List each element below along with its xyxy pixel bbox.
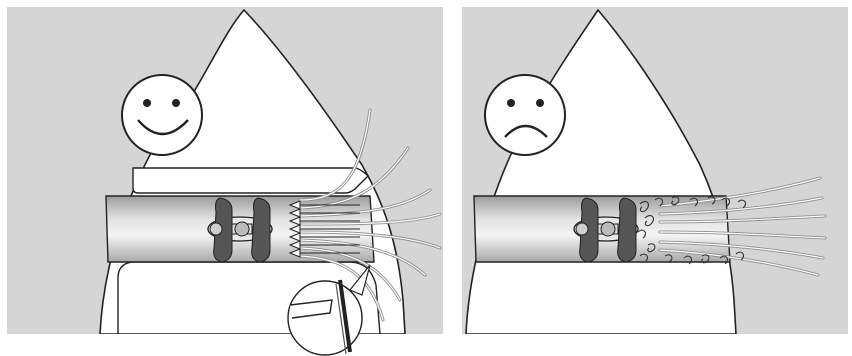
turbulence-swirls: [637, 196, 747, 265]
panel-good: [7, 7, 443, 356]
panel-bad: [462, 7, 848, 334]
detail-magnifier-circle: [287, 279, 363, 356]
iron-top-plate-good: [132, 167, 369, 194]
detail-callout-pointer: [349, 264, 371, 296]
sad-face-icon: [484, 74, 566, 156]
fan-icon: [573, 197, 639, 263]
straight-flow-arrows: [288, 200, 360, 258]
fan-icon: [207, 197, 273, 263]
smiley-face-icon: [121, 74, 203, 156]
